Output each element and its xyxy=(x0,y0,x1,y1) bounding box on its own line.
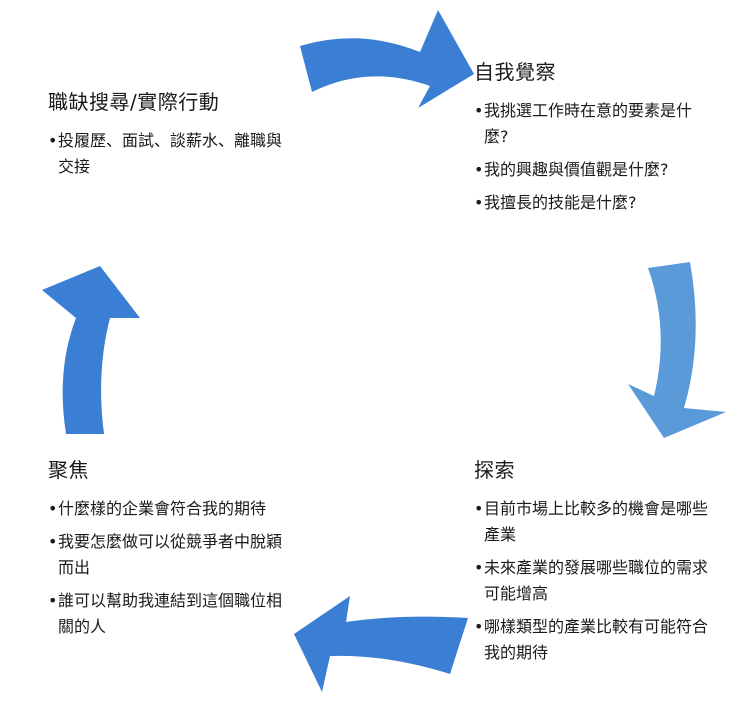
stage-self-awareness: 自我覺察 我挑選工作時在意的要素是什麼? 我的興趣與價值觀是什麼? 我擅長的技能… xyxy=(474,58,714,223)
list-item: 未來產業的發展哪些職位的需求可能增高 xyxy=(474,555,714,607)
stage-title-focus: 聚焦 xyxy=(48,458,89,482)
arrow-right-down-icon xyxy=(628,262,726,438)
stage-job-search: 職缺搜尋/實際行動 投履歷、面試、談薪水、離職與交接 xyxy=(48,88,283,187)
list-item: 什麼樣的企業會符合我的期待 xyxy=(48,496,288,522)
bullet-list-explore: 目前市場上比較多的機會是哪些產業 未來產業的發展哪些職位的需求可能增高 哪樣類型… xyxy=(474,496,714,666)
list-item: 我的興趣與價值觀是什麼? xyxy=(474,157,714,183)
list-item: 我要怎麼做可以從競爭者中脫穎而出 xyxy=(48,529,288,581)
stage-title-job-search: 職缺搜尋/實際行動 xyxy=(48,90,220,114)
bullet-list-focus: 什麼樣的企業會符合我的期待 我要怎麼做可以從競爭者中脫穎而出 誰可以幫助我連結到… xyxy=(48,496,288,640)
list-item: 我挑選工作時在意的要素是什麼? xyxy=(474,98,714,150)
arrow-bottom-left-icon xyxy=(294,596,468,692)
stage-title-self-awareness: 自我覺察 xyxy=(474,60,556,84)
bullet-list-job-search: 投履歷、面試、談薪水、離職與交接 xyxy=(48,128,283,180)
arrow-top-right-icon xyxy=(300,10,474,108)
stage-explore: 探索 目前市場上比較多的機會是哪些產業 未來產業的發展哪些職位的需求可能增高 哪… xyxy=(474,456,714,673)
list-item: 目前市場上比較多的機會是哪些產業 xyxy=(474,496,714,548)
arrow-left-up-icon xyxy=(42,266,140,434)
list-item: 誰可以幫助我連結到這個職位相關的人 xyxy=(48,588,288,640)
list-item: 投履歷、面試、談薪水、離職與交接 xyxy=(48,128,283,180)
stage-title-explore: 探索 xyxy=(474,458,515,482)
stage-focus: 聚焦 什麼樣的企業會符合我的期待 我要怎麼做可以從競爭者中脫穎而出 誰可以幫助我… xyxy=(48,456,288,647)
list-item: 哪樣類型的產業比較有可能符合我的期待 xyxy=(474,614,714,666)
list-item: 我擅長的技能是什麼? xyxy=(474,190,714,216)
bullet-list-self-awareness: 我挑選工作時在意的要素是什麼? 我的興趣與價值觀是什麼? 我擅長的技能是什麼? xyxy=(474,98,714,216)
